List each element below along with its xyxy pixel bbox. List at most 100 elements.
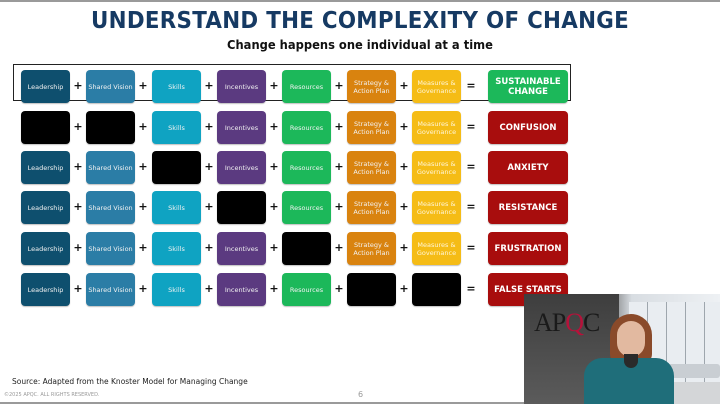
matrix-row: Leadership+Shared Vision+Skills++Resourc… — [0, 191, 720, 225]
result-badge: FRUSTRATION — [488, 232, 568, 265]
plus-operator: + — [73, 241, 83, 254]
page-number: 6 — [358, 390, 364, 399]
plus-operator: + — [399, 79, 409, 92]
missing-leadership-box — [21, 111, 70, 144]
plus-operator: + — [73, 200, 83, 213]
plus-operator: + — [269, 200, 279, 213]
skills-box: Skills — [152, 273, 201, 306]
plus-operator: + — [334, 241, 344, 254]
plus-operator: + — [399, 160, 409, 173]
missing-incentives-box — [217, 191, 266, 224]
slide-title: UNDERSTAND THE COMPLEXITY OF CHANGE — [91, 8, 629, 34]
plus-operator: + — [138, 241, 148, 254]
plus-operator: + — [204, 120, 214, 133]
apqc-logo: APQC — [534, 308, 600, 337]
missing-skills-box — [152, 151, 201, 184]
top-divider — [0, 0, 720, 2]
presenter-face — [617, 321, 645, 357]
plus-operator: + — [399, 120, 409, 133]
missing-shared-vision-box — [86, 111, 135, 144]
skills-box: Skills — [152, 70, 201, 103]
resources-box: Resources — [282, 151, 331, 184]
plus-operator: + — [138, 200, 148, 213]
resources-box: Resources — [282, 70, 331, 103]
bottom-divider — [0, 402, 720, 404]
presenter-video: APQC — [524, 294, 720, 404]
leadership-box: Leadership — [21, 191, 70, 224]
equals-operator: = — [466, 241, 476, 254]
missing-strategy-box — [347, 273, 396, 306]
missing-resources-box — [282, 232, 331, 265]
measures-box: Measures & Governance — [412, 191, 461, 224]
resources-box: Resources — [282, 111, 331, 144]
copyright-text: ©2025 APQC. ALL RIGHTS RESERVED. — [4, 392, 100, 398]
plus-operator: + — [334, 79, 344, 92]
plus-operator: + — [138, 79, 148, 92]
plus-operator: + — [399, 282, 409, 295]
plus-operator: + — [138, 160, 148, 173]
incentives-box: Incentives — [217, 273, 266, 306]
resources-box: Resources — [282, 273, 331, 306]
equals-operator: = — [466, 120, 476, 133]
matrix-row: Leadership+Shared Vision+Skills+Incentiv… — [0, 232, 720, 266]
plus-operator: + — [269, 241, 279, 254]
measures-box: Measures & Governance — [412, 111, 461, 144]
plus-operator: + — [73, 160, 83, 173]
equals-operator: = — [466, 200, 476, 213]
result-badge: ANXIETY — [488, 151, 568, 184]
shared-vision-box: Shared Vision — [86, 151, 135, 184]
measures-box: Measures & Governance — [412, 70, 461, 103]
equals-operator: = — [466, 160, 476, 173]
result-badge: SUSTAINABLE CHANGE — [488, 70, 568, 103]
plus-operator: + — [269, 79, 279, 92]
missing-measures-box — [412, 273, 461, 306]
leadership-box: Leadership — [21, 70, 70, 103]
plus-operator: + — [334, 120, 344, 133]
plus-operator: + — [138, 120, 148, 133]
matrix-row: Leadership+Shared Vision++Incentives+Res… — [0, 151, 720, 185]
plus-operator: + — [204, 200, 214, 213]
presenter-top — [624, 354, 638, 368]
leadership-box: Leadership — [21, 232, 70, 265]
strategy-box: Strategy & Action Plan — [347, 70, 396, 103]
incentives-box: Incentives — [217, 232, 266, 265]
matrix-row: Leadership+Shared Vision+Skills+Incentiv… — [0, 70, 720, 104]
incentives-box: Incentives — [217, 151, 266, 184]
plus-operator: + — [269, 160, 279, 173]
plus-operator: + — [399, 200, 409, 213]
measures-box: Measures & Governance — [412, 232, 461, 265]
incentives-box: Incentives — [217, 111, 266, 144]
matrix-row: ++Skills+Incentives+Resources+Strategy &… — [0, 111, 720, 145]
equals-operator: = — [466, 79, 476, 92]
resources-box: Resources — [282, 191, 331, 224]
matrix-row: Leadership+Shared Vision+Skills+Incentiv… — [0, 273, 720, 307]
result-badge: RESISTANCE — [488, 191, 568, 224]
plus-operator: + — [73, 120, 83, 133]
skills-box: Skills — [152, 111, 201, 144]
skills-box: Skills — [152, 232, 201, 265]
strategy-box: Strategy & Action Plan — [347, 191, 396, 224]
plus-operator: + — [204, 79, 214, 92]
plus-operator: + — [138, 282, 148, 295]
plus-operator: + — [204, 160, 214, 173]
strategy-box: Strategy & Action Plan — [347, 151, 396, 184]
skills-box: Skills — [152, 191, 201, 224]
shared-vision-box: Shared Vision — [86, 232, 135, 265]
plus-operator: + — [73, 79, 83, 92]
plus-operator: + — [399, 241, 409, 254]
shared-vision-box: Shared Vision — [86, 273, 135, 306]
plus-operator: + — [269, 120, 279, 133]
plus-operator: + — [204, 282, 214, 295]
plus-operator: + — [204, 241, 214, 254]
shared-vision-box: Shared Vision — [86, 191, 135, 224]
strategy-box: Strategy & Action Plan — [347, 232, 396, 265]
strategy-box: Strategy & Action Plan — [347, 111, 396, 144]
plus-operator: + — [334, 200, 344, 213]
plus-operator: + — [334, 282, 344, 295]
plus-operator: + — [334, 160, 344, 173]
equals-operator: = — [466, 282, 476, 295]
result-badge: CONFUSION — [488, 111, 568, 144]
measures-box: Measures & Governance — [412, 151, 461, 184]
source-note: Source: Adapted from the Knoster Model f… — [12, 377, 248, 386]
plus-operator: + — [269, 282, 279, 295]
